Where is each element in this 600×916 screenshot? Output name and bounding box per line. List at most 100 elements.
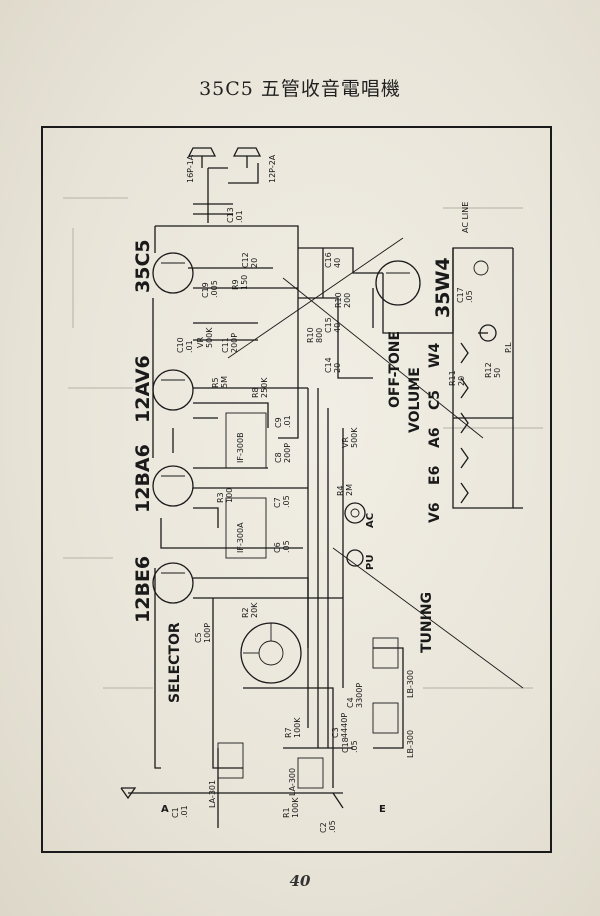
component-c16: C16 40 xyxy=(324,252,342,268)
component-c2: C2 .05 xyxy=(319,820,337,833)
antenna-label: A xyxy=(161,804,169,815)
control-label-volume: VOLUME xyxy=(407,367,423,433)
heater-chain-labels: W4 C5 A6 E6 V6 xyxy=(427,343,443,523)
svg-text:100K: 100K xyxy=(293,717,302,738)
svg-text:20: 20 xyxy=(457,376,466,386)
ac-jack-label: AC xyxy=(365,513,376,528)
schematic-diagram: 35C5 12AV6 12BA6 12BE6 35W4 OFF-TONE VOL… xyxy=(63,147,543,833)
svg-text:R2: R2 xyxy=(241,607,250,618)
svg-text:R4: R4 xyxy=(336,485,345,496)
component-c4: C4 3300P xyxy=(346,683,364,708)
component-vr-upper: VR 500K xyxy=(196,327,214,348)
tube-35c5-symbol xyxy=(152,252,194,294)
svg-text:.05: .05 xyxy=(328,820,337,833)
heater-label-e6: E6 xyxy=(427,466,443,485)
component-c3: C3 4440P xyxy=(331,713,349,738)
component-c11: C11 200P xyxy=(221,333,239,353)
svg-text:40: 40 xyxy=(333,258,342,268)
svg-text:20: 20 xyxy=(333,363,342,373)
control-labels: OFF-TONE VOLUME TUNING SELECTOR xyxy=(167,331,435,703)
control-label-tuning: TUNING xyxy=(419,592,435,653)
component-c17: C17 .05 xyxy=(456,287,474,303)
component-c12: C12 20 xyxy=(241,252,259,268)
svg-text:R8: R8 xyxy=(251,387,260,398)
svg-text:40: 40 xyxy=(333,323,342,333)
component-c19: C19 .005 xyxy=(201,280,219,298)
misc-labels: 16P-1A 12P-2A AC LINE AC PU A E P.L xyxy=(161,154,513,815)
svg-text:2M: 2M xyxy=(345,484,354,496)
heater-label-w4: W4 xyxy=(427,343,443,368)
svg-text:50: 50 xyxy=(493,368,502,378)
tube-35w4-symbol xyxy=(375,260,421,306)
svg-text:3300P: 3300P xyxy=(355,683,364,708)
component-vr-volume: VR 500K xyxy=(341,427,359,448)
heater-label-a6: A6 xyxy=(427,427,443,448)
transformer-label-if300a: IF-300A xyxy=(236,522,245,553)
svg-text:R10: R10 xyxy=(334,292,343,308)
component-r5: R5 5M xyxy=(211,376,229,388)
svg-text:C15: C15 xyxy=(324,317,333,333)
tube-label-35w4: 35W4 xyxy=(432,257,454,318)
component-r1: R1 100K xyxy=(282,797,300,818)
component-r11: R11 20 xyxy=(448,370,466,386)
component-r10a: R10 200 xyxy=(334,292,352,308)
svg-text:R10: R10 xyxy=(306,327,315,343)
svg-text:800: 800 xyxy=(315,328,324,343)
component-c15: C15 40 xyxy=(324,317,342,333)
component-r2: R2 20K xyxy=(241,602,259,618)
page-number: 40 xyxy=(289,872,311,890)
transformer-label-lb300-lower: LB-300 xyxy=(406,730,415,758)
pilot-lamp-label: P.L xyxy=(504,342,513,353)
svg-text:C7: C7 xyxy=(273,497,282,508)
transformer-label-lb300-upper: LB-300 xyxy=(406,670,415,698)
svg-text:100K: 100K xyxy=(291,797,300,818)
component-c5: C5 100P xyxy=(194,623,212,643)
svg-text:.05: .05 xyxy=(282,495,291,508)
control-label-off-tone: OFF-TONE xyxy=(387,331,403,408)
component-c1: C1 .01 xyxy=(171,805,189,818)
svg-text:100P: 100P xyxy=(203,623,212,643)
svg-text:150: 150 xyxy=(240,275,249,290)
svg-text:R11: R11 xyxy=(448,370,457,386)
svg-text:R7: R7 xyxy=(284,727,293,738)
svg-text:C12: C12 xyxy=(241,252,250,268)
svg-text:R3: R3 xyxy=(216,492,225,503)
page-title: 35C5 五管收音電唱機 xyxy=(199,78,401,100)
svg-text:20K: 20K xyxy=(250,602,259,618)
component-r12: R12 50 xyxy=(484,362,502,378)
svg-text:C1: C1 xyxy=(171,807,180,818)
component-c9: C9 .01 xyxy=(274,415,292,428)
component-r3: R3 100 xyxy=(216,488,234,503)
svg-text:R5: R5 xyxy=(211,377,220,388)
tube-label-12av6: 12AV6 xyxy=(132,355,154,423)
transformer-labels: IF-300B IF-300A LB-300 LB-300 LA-301 LA-… xyxy=(208,432,415,808)
component-r4: R4 2M xyxy=(336,484,354,496)
component-c18: C18 .05 xyxy=(341,737,359,753)
heater-label-c5: C5 xyxy=(427,390,443,410)
svg-text:C8: C8 xyxy=(274,452,283,463)
tube-symbols xyxy=(152,252,421,604)
svg-text:C14: C14 xyxy=(324,357,333,373)
tube-labels: 35C5 12AV6 12BA6 12BE6 35W4 xyxy=(132,239,454,623)
component-labels: C13 .01 C12 20 R9 150 C19 .005 C11 200P … xyxy=(171,207,502,833)
svg-text:C2: C2 xyxy=(319,822,328,833)
svg-text:C13: C13 xyxy=(226,207,235,223)
transformer-label-la300: LA-300 xyxy=(288,768,297,796)
tube-12ba6-symbol xyxy=(152,465,194,507)
svg-text:.01: .01 xyxy=(180,805,189,818)
transformer-label-la301: LA-301 xyxy=(208,780,217,808)
speaker-label-16p1a: 16P-1A xyxy=(186,154,195,183)
speaker-label-12p2a: 12P-2A xyxy=(268,154,277,183)
svg-text:C17: C17 xyxy=(456,287,465,303)
svg-text:C5: C5 xyxy=(194,632,203,643)
component-c7: C7 .05 xyxy=(273,495,291,508)
svg-text:C6: C6 xyxy=(273,542,282,553)
svg-text:VR: VR xyxy=(196,337,205,348)
speaker-symbols xyxy=(187,147,262,168)
component-c6: C6 .05 xyxy=(273,540,291,553)
svg-text:C3: C3 xyxy=(331,727,340,738)
tube-12be6-symbol xyxy=(152,562,194,604)
svg-text:5M: 5M xyxy=(220,376,229,388)
tube-label-12ba6: 12BA6 xyxy=(132,444,154,513)
svg-text:.01: .01 xyxy=(283,415,292,428)
